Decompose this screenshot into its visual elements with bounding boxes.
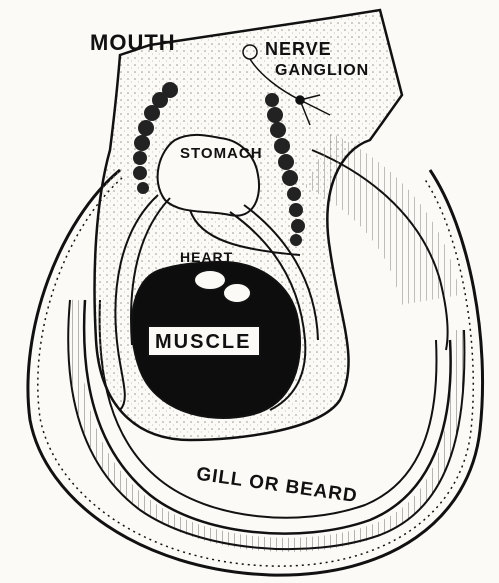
nerve-label: NERVE — [265, 39, 332, 59]
mouth-label: MOUTH — [90, 30, 176, 55]
stomach-label: STOMACH — [180, 145, 263, 162]
muscle-label: MUSCLE — [155, 331, 251, 353]
gill-label: GILL OR BEARD — [195, 464, 359, 507]
ganglion-label: GANGLION — [275, 62, 369, 79]
heart-label: HEART — [180, 249, 233, 265]
